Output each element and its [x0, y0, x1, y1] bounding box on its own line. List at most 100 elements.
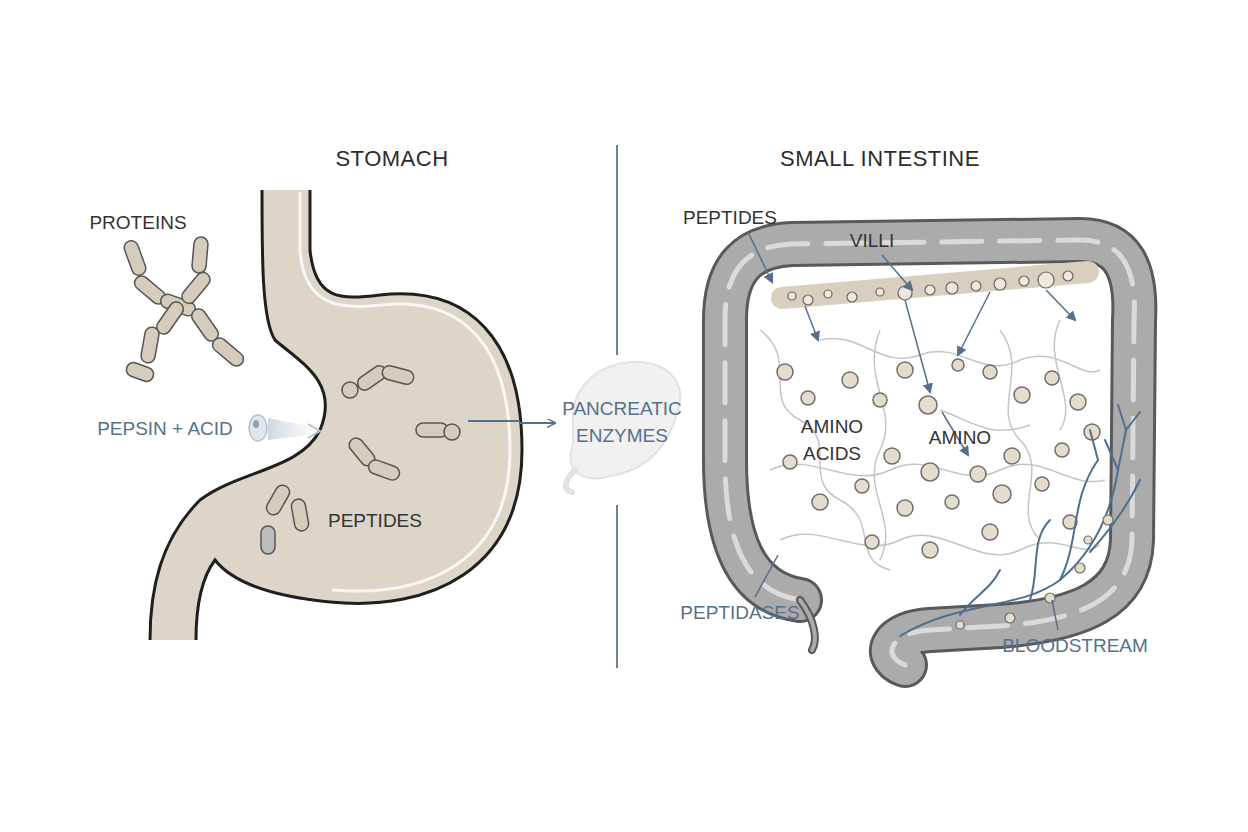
peptide-fragment — [367, 458, 402, 482]
intestine-loops — [820, 338, 1100, 371]
absorption-arrow — [805, 306, 818, 340]
leader-line — [748, 232, 772, 282]
intestine-tube — [800, 600, 815, 650]
peptide-fragment — [290, 498, 309, 532]
node-text: PEPTIDES — [300, 507, 450, 534]
peptide-fragment — [444, 424, 460, 440]
pepsin-spray — [249, 415, 267, 441]
part-label: VILLI — [837, 227, 907, 254]
blood-vessel — [1118, 430, 1126, 470]
villi-band — [1019, 276, 1029, 286]
amino-acid-bead — [783, 455, 797, 469]
amino-acid-bead — [983, 365, 997, 379]
protein-chain — [140, 326, 160, 364]
villi-band — [971, 281, 981, 291]
villi-band — [847, 292, 857, 302]
stomach-shape — [150, 190, 522, 640]
amino-acid-bead — [1075, 563, 1085, 573]
amino-acid-bead — [1084, 536, 1092, 544]
peptide-fragment — [381, 364, 416, 386]
peptide-fragment — [264, 483, 292, 518]
pepsin-spray — [249, 415, 320, 441]
blood-vessel — [1118, 405, 1140, 430]
amino-acid-bead — [1004, 448, 1020, 464]
intestine-loops — [1000, 330, 1040, 540]
stomach-shape — [150, 190, 325, 640]
part-label: PEPTIDES — [670, 204, 790, 231]
amino-acid-bead — [1014, 387, 1030, 403]
absorption-arrow — [958, 292, 990, 355]
intestine-loops — [780, 534, 1100, 555]
amino-acid-bead — [801, 391, 815, 405]
amino-acid-bead — [1005, 613, 1015, 623]
leader-line — [755, 555, 778, 597]
amino-acid-bead — [956, 515, 1113, 629]
villi-band — [994, 278, 1006, 290]
amino-acid-bead — [842, 372, 858, 388]
protein-chain — [179, 270, 213, 307]
stomach-shape — [300, 192, 510, 591]
stomach-shape — [196, 190, 522, 640]
amino-acid-bead — [956, 621, 964, 629]
villi-band — [925, 285, 935, 295]
amino-acid-bead — [922, 542, 938, 558]
pancreas-shape — [571, 362, 681, 479]
protein-chain — [124, 361, 155, 384]
absorption-arrow — [905, 300, 930, 392]
blood-vessel — [1105, 440, 1118, 470]
amino-acid-bead — [1045, 371, 1059, 385]
intestine-loops — [760, 330, 890, 570]
node-text: PANCREATIC ENZYMES — [555, 395, 690, 449]
amino-acid-bead — [777, 359, 1100, 558]
villi-band — [1038, 272, 1054, 288]
amino-acid-bead — [873, 393, 887, 407]
amino-acid-bead — [1103, 515, 1113, 525]
villi-band — [788, 271, 1073, 305]
intestine-tube — [725, 240, 1134, 665]
blood-vessel — [1030, 520, 1050, 600]
section-heading: SMALL INTESTINE — [740, 145, 1020, 172]
blood-vessel — [1090, 480, 1140, 552]
pancreas-shape — [566, 470, 575, 492]
protein-chain — [122, 236, 246, 383]
leader-line — [748, 232, 1058, 630]
part-label: PROTEINS — [63, 209, 213, 236]
villi-band — [876, 288, 884, 296]
amino-acid-bead — [777, 364, 793, 380]
villi-band — [946, 282, 958, 294]
stomach-shape — [150, 190, 522, 640]
divider-line — [616, 145, 618, 355]
intestine-tube — [800, 600, 815, 650]
villi-band — [824, 290, 832, 298]
leader-line — [1052, 600, 1058, 630]
amino-acid-bead — [884, 448, 900, 464]
amino-acid-bead — [812, 494, 828, 510]
intestine-loops — [874, 330, 886, 560]
amino-acid-bead — [865, 535, 879, 549]
amino-acid-bead — [993, 485, 1011, 503]
amino-acid-bead — [952, 359, 964, 371]
protein-chain — [122, 239, 147, 278]
absorption-arrow — [1046, 290, 1075, 320]
intestine-tube — [725, 240, 1134, 665]
blood-vessel — [960, 570, 1000, 615]
part-label: PEPSIN + ACID — [80, 415, 250, 442]
node-text: AMINO ACIDS — [792, 413, 872, 467]
amino-acid-bead — [919, 396, 937, 414]
intestine-loops — [760, 320, 1105, 570]
amino-acid-bead — [1070, 394, 1086, 410]
pepsin-spray — [308, 424, 320, 438]
villi-band — [788, 292, 796, 300]
part-label: PEPTIDASES — [665, 599, 815, 626]
peptide-fragment — [342, 382, 358, 398]
flow-arrow-line — [468, 420, 520, 422]
peptide-fragment — [261, 526, 275, 554]
organ-region: STOMACHPEPTIDES — [140, 140, 520, 645]
amino-acid-bead — [970, 466, 986, 482]
flow-arrow-line — [468, 420, 520, 422]
divider-line — [616, 505, 618, 668]
villi-band — [803, 295, 813, 305]
peptide-fragment — [416, 423, 448, 437]
